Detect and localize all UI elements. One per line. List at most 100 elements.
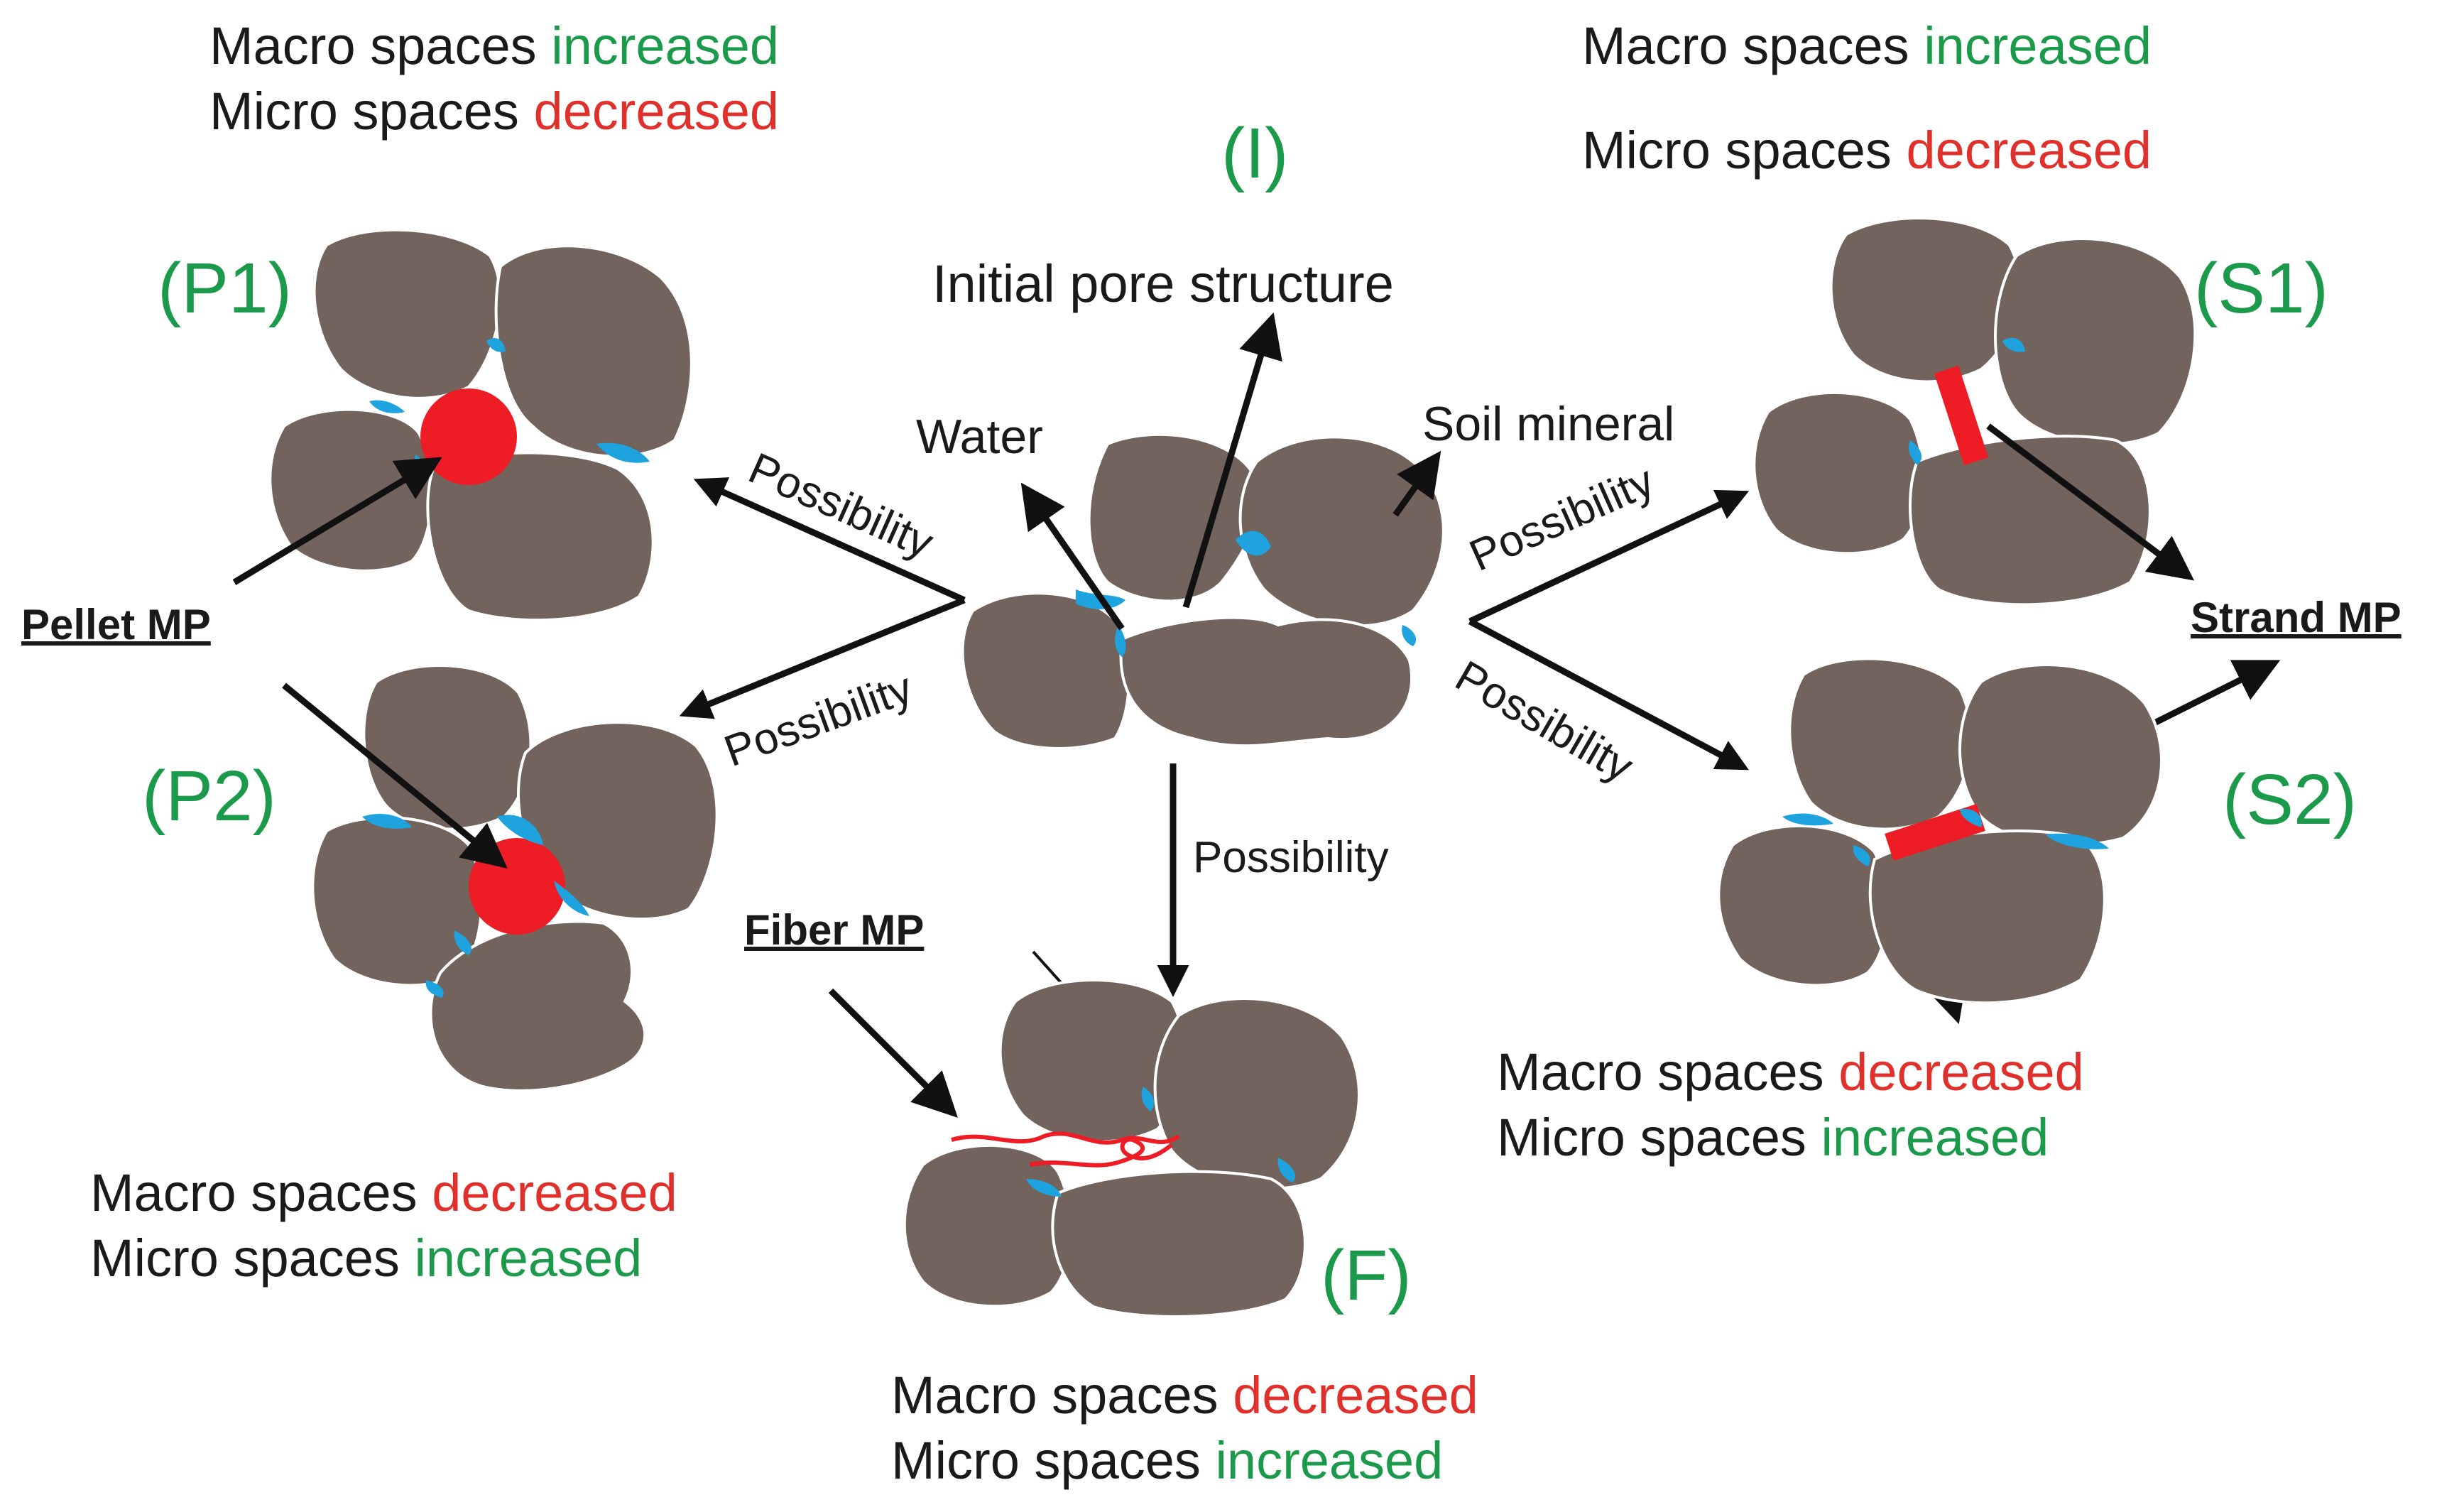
possibility-label-f: Possibility [1193,833,1389,882]
outcome-f: Macro spaces decreased Micro spaces incr… [891,1366,1478,1490]
panel-p1-soil-particle-2 [494,244,693,458]
outcome-s1-micro-label: Micro spaces [1582,121,1906,180]
outcome-p2-micro-label: Micro spaces [90,1229,414,1288]
panel-p2-water-film-1 [362,813,412,829]
panel-s2-water-film-3 [1960,809,1982,827]
panel-f-particles [903,979,1361,1318]
panel-s2-soil-particle-1 [1788,657,1973,831]
panel-s1-soil-particle-1 [1829,217,2022,383]
panel-s1-soil-particle-3 [1752,391,1925,555]
outcome-p1-macro-state: increased [551,16,779,75]
panel-p2-soil-particle-4 [429,920,647,1092]
panel-i-particles [961,432,1445,750]
panel-f-id: (F) [1321,1236,1412,1315]
panel-i-soil-particle-2 [1238,435,1445,628]
panel-p1-particles [268,228,693,622]
outcome-s2-macro-state: decreased [1838,1043,2084,1101]
water-pointer-arrow [1020,482,1125,631]
panel-p2-soil-particle-1 [362,664,533,831]
outcome-p2: Macro spaces decreased Micro spaces incr… [90,1163,677,1288]
panel-f-fiber-mp-1 [951,1131,1180,1145]
panel-s1-particles [1752,217,2197,606]
panel-s1-strand-mp [1934,365,1989,466]
outcome-s1-macro-label: Macro spaces [1582,16,1924,75]
panel-s2-soil-particle-2 [1958,663,2163,847]
panel-p2-id: (P2) [142,756,276,836]
outcome-f-micro-label: Micro spaces [891,1431,1215,1490]
possibility-label-s2: Possibility [1447,651,1641,792]
outcome-p1: Macro spaces increased Micro spaces decr… [209,16,779,141]
pellet-mp-arrow-p2 [282,682,508,869]
panel-p2-water-film-4 [454,930,471,955]
panel-s1-soil-particle-4 [1909,435,2152,606]
panel-p1-water-film-3 [596,442,650,463]
possibility-arrow-to-s1 [1468,489,1750,625]
svg-text:Macro spaces decreased: Macro spaces decreased [1497,1043,2084,1101]
panel-p1-soil-particle-3 [268,408,434,572]
svg-text:Micro spaces increased: Micro spaces increased [891,1431,1443,1490]
pellet-mp-arrow-p1 [232,457,442,585]
panel-s2-particles [1717,657,2163,1005]
outcome-s2-micro-state: increased [1821,1108,2049,1167]
panel-s1-water-film-1 [1909,440,1922,465]
panel-p2-water-film-3 [554,881,589,916]
possibility-label-s1: Possibility [1463,457,1662,581]
initial-pore-pointer-arrow [1182,312,1282,609]
outcome-p2-macro-label: Macro spaces [90,1163,432,1222]
soil-mineral-label: Soil mineral [1422,397,1674,451]
svg-text:Macro spaces decreased: Macro spaces decreased [891,1366,1478,1425]
pellet-mp-label: Pellet MP [21,601,211,648]
panel-f-soil-particle-1 [998,979,1186,1143]
svg-text:Macro spaces decreased: Macro spaces decreased [90,1163,677,1222]
svg-text:Micro spaces increased: Micro spaces increased [90,1229,642,1288]
panel-p2-water-film-5 [425,980,444,998]
panel-i-id: (I) [1221,114,1288,193]
possibility-label-p1: Possibility [741,444,940,568]
possibility-arrow-to-p2 [679,597,966,719]
panel-p1-water-film-2 [486,337,506,352]
strand-mp-arrow-s1 [1986,423,2195,581]
possibility-arrow-to-s2 [1468,619,1749,771]
outcome-f-macro-label: Macro spaces [891,1366,1233,1425]
fiber-mp-arrow-main [828,988,958,1118]
panel-i-water-film-2 [1236,531,1271,556]
panel-s2-water-film-2 [1853,845,1870,866]
outcome-p1-micro-state: decreased [533,82,779,141]
possibility-label-p2: Possibility [718,663,919,776]
panel-p2-particles [311,664,719,1092]
panel-p1-water-film-1 [369,400,405,413]
panel-s1-soil-particle-2 [1994,237,2197,446]
panel-i-soil-particle-3 [961,592,1130,750]
panel-s2-soil-particle-3 [1717,824,1890,987]
svg-text:Macro spaces increased: Macro spaces increased [209,16,779,75]
svg-text:Micro spaces decreased: Micro spaces decreased [1582,121,2152,180]
panel-p1-pellet-mp [420,388,517,485]
initial-pore-structure-label: Initial pore structure [932,254,1394,313]
outcome-f-macro-state: decreased [1233,1366,1478,1425]
panel-f-soil-particle-4 [1051,1170,1307,1318]
panel-s2-water-film-1 [1782,813,1833,826]
outcome-s1-micro-state: decreased [1906,121,2152,180]
panel-p1-soil-particle-4 [426,451,655,622]
panel-f-soil-particle-2 [1153,997,1361,1191]
svg-text:Micro spaces decreased: Micro spaces decreased [209,82,779,141]
panel-s1-water-film-2 [2002,337,2025,352]
panel-f-fiber-mp-2 [1029,1137,1173,1168]
panel-i-water-film-4 [1402,625,1417,646]
panel-p1-id: (P1) [158,249,292,328]
outcome-p1-macro-label: Macro spaces [209,16,551,75]
outcome-s2: Macro spaces decreased Micro spaces incr… [1497,1043,2084,1167]
water-label: Water [916,410,1043,464]
panel-f-water-film-1 [1141,1087,1155,1111]
outcome-p2-macro-state: decreased [432,1163,677,1222]
outcome-p2-micro-state: increased [414,1229,642,1288]
panel-f-soil-particle-3 [903,1143,1073,1308]
panel-s2-water-film-4 [2045,833,2109,849]
panel-p2-water-film-2 [497,815,543,845]
panel-s2-id: (S2) [2223,760,2357,839]
strand-mp-label: Strand MP [2191,594,2402,641]
svg-text:Macro spaces increased: Macro spaces increased [1582,16,2152,75]
panel-f-water-film-2 [1026,1179,1062,1197]
outcome-s1-macro-state: increased [1924,16,2152,75]
